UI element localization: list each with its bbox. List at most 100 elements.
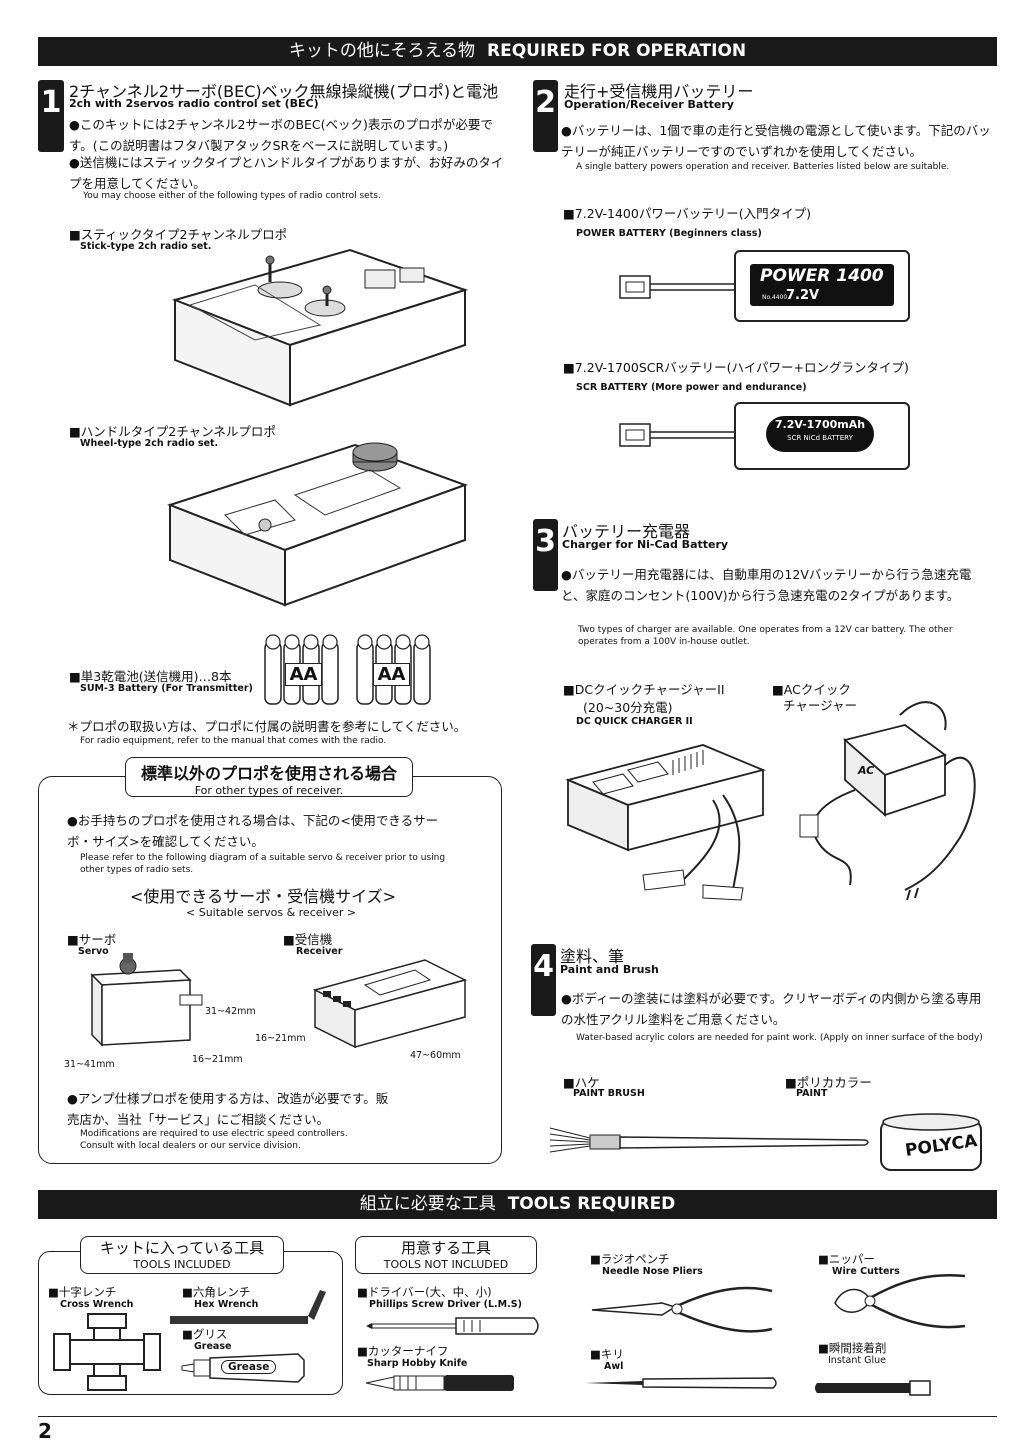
bottom-rule: [38, 1416, 997, 1417]
aa-label-2: AA: [373, 663, 410, 686]
power-battery-no: No.4400: [762, 294, 788, 301]
header-title-en: REQUIRED FOR OPERATION: [487, 41, 747, 61]
section-1-number: 1: [38, 80, 64, 152]
section-1-para-1: ●このキットには2チャンネル2サーボのBEC(ベック)表示のプロポが必要です。(…: [69, 117, 493, 153]
servo-dim-height: 31~42mm: [205, 1006, 256, 1017]
other-para-2-en: Modifications are required to use electr…: [80, 1129, 348, 1151]
hex-wrench-label-en: Hex Wrench: [194, 1299, 259, 1310]
servo-label-en: Servo: [78, 946, 109, 957]
battery-2-label-jp: ■7.2V-1700SCRバッテリー(ハイパワー+ロングランタイプ): [563, 360, 909, 375]
battery-1-label-en: POWER BATTERY (Beginners class): [576, 228, 762, 239]
scr-battery-pack: 7.2V-1700mAh SCR NiCd BATTERY: [734, 402, 910, 470]
tools-title-en: TOOLS REQUIRED: [507, 1194, 676, 1214]
glue-label-jp: ■瞬間接着剤: [818, 1341, 887, 1355]
dc-charger-label-en: DC QUICK CHARGER II: [576, 716, 693, 727]
hex-wrench-illustration: [170, 1290, 326, 1324]
stick-radio-illustration: [171, 248, 469, 407]
brush-label-jp: ■ハケ: [563, 1075, 600, 1090]
receiver-illustration: [312, 959, 468, 1049]
cross-wrench-illustration: [53, 1313, 161, 1391]
screwdriver-illustration: [366, 1317, 539, 1335]
wire-cutters-illustration: [834, 1273, 966, 1329]
scr-battery-sub: SCR NiCd BATTERY: [787, 434, 853, 442]
tools-not-included-title-en: TOOLS NOT INCLUDED: [383, 1258, 509, 1271]
awl-label-jp: ■キリ: [590, 1347, 624, 1361]
battery-label-en: SUM-3 Battery (For Transmitter): [80, 683, 253, 694]
receiver-dim-depth: 16~21mm: [255, 1033, 306, 1044]
paint-jar-illustration: [880, 1113, 982, 1171]
power-battery-pack: POWER 1400 No.4400 7.2V: [734, 250, 910, 322]
aa-label-1: AA: [285, 663, 322, 686]
other-receiver-title-jp: 標準以外のプロポを使用される場合: [140, 764, 397, 783]
instant-glue-illustration: [815, 1380, 931, 1396]
sizes-subtitle-jp: <使用できるサーボ・受信機サイズ>: [130, 887, 397, 906]
wheel-radio-illustration: [167, 442, 468, 607]
section-4-title-en: Paint and Brush: [560, 963, 659, 976]
tools-not-included-title: 用意する工具 TOOLS NOT INCLUDED: [355, 1236, 537, 1274]
nipper-label-en: Wire Cutters: [832, 1266, 900, 1277]
paint-brush-illustration: [549, 1127, 869, 1153]
section-3-title-en: Charger for Ni-Cad Battery: [562, 538, 729, 551]
tools-included-title-en: TOOLS INCLUDED: [133, 1258, 231, 1271]
tools-banner: 組立に必要な工具 TOOLS REQUIRED: [38, 1190, 997, 1219]
section-4-para-en: Water-based acrylic colors are needed fo…: [576, 1033, 983, 1043]
wheel-radio-label-jp: ■ハンドルタイプ2チャンネルプロポ: [69, 424, 276, 439]
servo-illustration: [90, 953, 203, 1047]
tools-included-title-jp: キットに入っている工具: [99, 1239, 265, 1257]
nipper-label-jp: ■ニッパー: [818, 1252, 875, 1266]
other-para-2: ●アンプ仕様プロポを使用する方は、改造が必要です。販売店か、当社「サービス」にご…: [67, 1091, 389, 1127]
tools-not-included-title-jp: 用意する工具: [400, 1239, 491, 1257]
hex-wrench-label-jp: ■六角レンチ: [182, 1285, 251, 1299]
power-battery-voltage: 7.2V: [786, 288, 820, 303]
receiver-label-jp: ■受信機: [283, 932, 333, 947]
section-3-para-en: Two types of charger are available. One …: [578, 625, 953, 647]
dc-charger-illustration: [565, 744, 766, 901]
stick-radio-label-jp: ■スティックタイプ2チャンネルプロポ: [69, 227, 288, 242]
glue-label-en: Instant Glue: [828, 1355, 886, 1366]
receiver-label-en: Receiver: [296, 946, 343, 957]
grease-tube-label: Grease: [221, 1360, 277, 1374]
page-number: 2: [38, 1419, 52, 1443]
grease-label-jp: ■グリス: [182, 1327, 228, 1341]
section-2-para-en: A single battery powers operation and re…: [576, 162, 950, 172]
header-title-jp: キットの他にそろえる物: [288, 41, 475, 61]
section-4-number: 4: [531, 944, 556, 1016]
tools-included-title: キットに入っている工具 TOOLS INCLUDED: [80, 1236, 284, 1274]
battery-1-label-jp: ■7.2V-1400パワーバッテリー(入門タイプ): [563, 206, 811, 221]
tools-title-jp: 組立に必要な工具: [359, 1194, 496, 1214]
awl-illustration: [585, 1377, 777, 1389]
scr-battery-text: 7.2V-1700mAh: [774, 418, 866, 431]
receiver-dim-width: 47~60mm: [410, 1050, 461, 1061]
servo-dim-width: 31~41mm: [64, 1059, 115, 1070]
other-receiver-title: 標準以外のプロポを使用される場合 For other types of rece…: [125, 757, 413, 797]
section-1-title-en: 2ch with 2servos radio control set (BEC): [69, 97, 319, 110]
radio-note-jp: ＊プロポの取扱い方は、プロポに付属の説明書を参考にしてください。: [67, 719, 467, 734]
other-receiver-title-en: For other types of receiver.: [194, 784, 344, 797]
cross-wrench-label-jp: ■十字レンチ: [48, 1285, 117, 1299]
stick-radio-label-en: Stick-type 2ch radio set.: [80, 241, 212, 252]
needle-nose-pliers-illustration: [591, 1286, 773, 1333]
cross-wrench-label-en: Cross Wrench: [60, 1299, 134, 1310]
power-battery-connector: [619, 275, 738, 299]
section-2-title-jp: 走行+受信機用バッテリー: [564, 82, 754, 101]
ac-charger-mark: AC: [858, 764, 875, 777]
section-1-title-jp: 2チャンネル2サーボ(BEC)ベック無線操縦機(プロポ)と電池: [69, 82, 499, 101]
header-banner: キットの他にそろえる物 REQUIRED FOR OPERATION: [38, 37, 997, 66]
awl-label-en: Awl: [604, 1361, 624, 1372]
knife-label-en: Sharp Hobby Knife: [367, 1358, 468, 1369]
driver-label-jp: ■ドライバー(大、中、小): [357, 1285, 492, 1299]
section-4-title-jp: 塗料、筆: [560, 947, 625, 966]
pliers-label-en: Needle Nose Pliers: [602, 1266, 703, 1277]
battery-label-jp: ■単3乾電池(送信機用)…8本: [69, 669, 232, 684]
section-2-number: 2: [533, 80, 558, 152]
hobby-knife-illustration: [365, 1375, 514, 1391]
servo-dim-depth: 16~21mm: [192, 1054, 243, 1065]
ac-charger-label-jp: ■ACクイック: [772, 682, 851, 697]
wheel-radio-label-en: Wheel-type 2ch radio set.: [80, 438, 219, 449]
driver-label-en: Phillips Screw Driver (L.M.S): [369, 1299, 522, 1310]
section-2-para-1: ●バッテリーは、1個で車の走行と受信機の電源として使います。下記のバッテリーが純…: [561, 123, 991, 159]
section-2-title-en: Operation/Receiver Battery: [564, 98, 734, 111]
section-4-para-1: ●ボディーの塗装には塗料が必要です。クリヤーボディの内側から塗る専用の水性アクリ…: [561, 991, 982, 1027]
other-para-1: ●お手持ちのプロポを使用される場合は、下記の<使用できるサーボ・サイズ>を確認し…: [67, 813, 439, 849]
section-3-number: 3: [533, 519, 558, 591]
